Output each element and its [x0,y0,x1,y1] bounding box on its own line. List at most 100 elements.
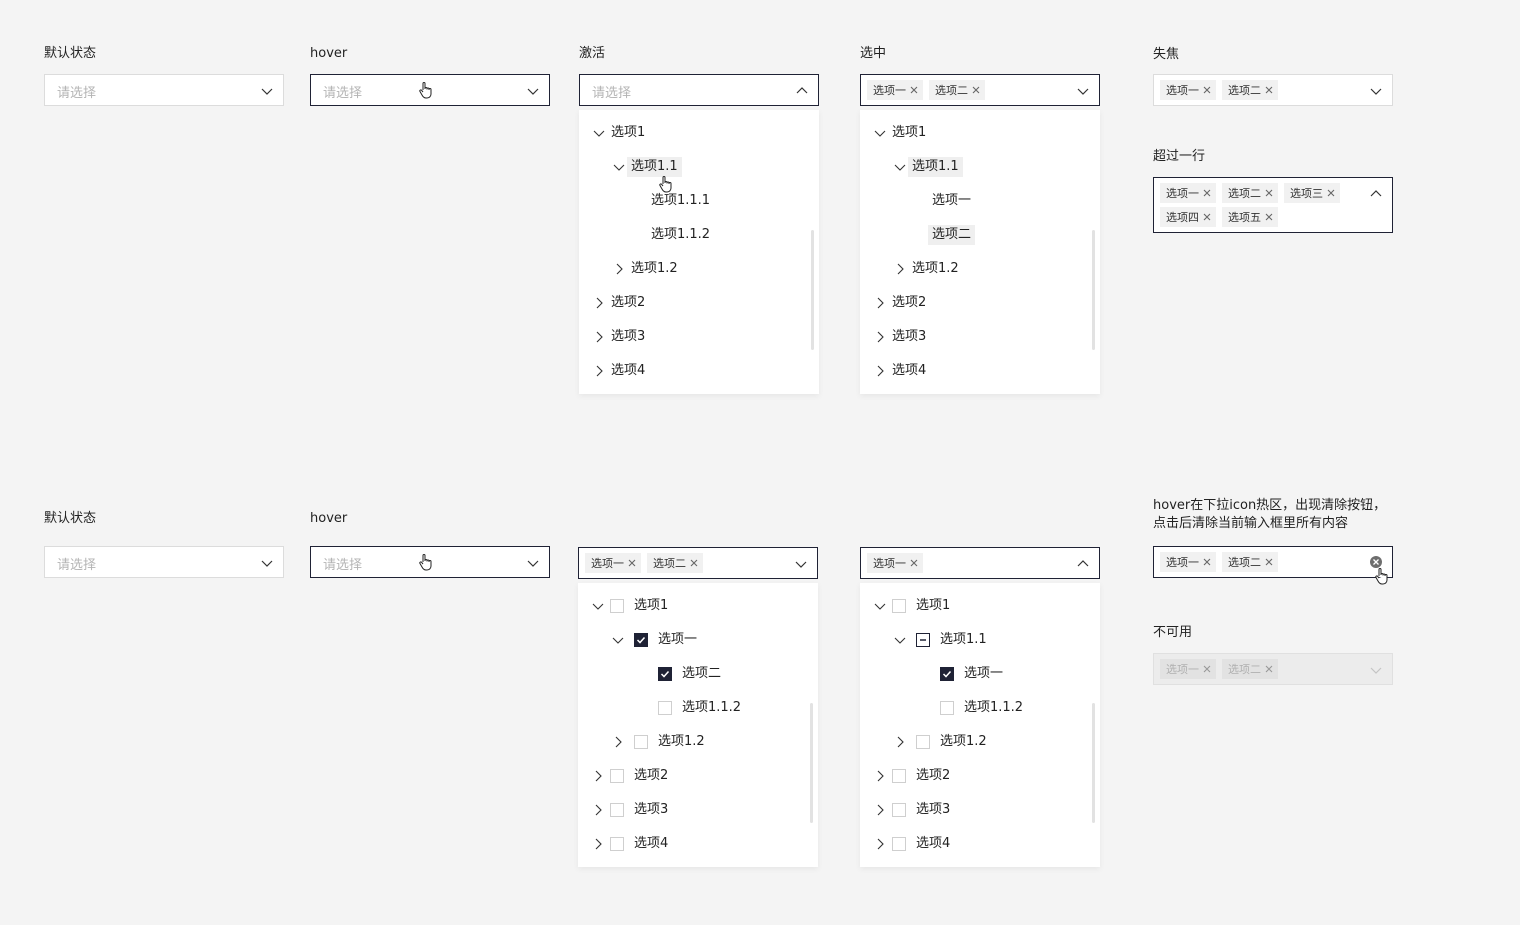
chevron-right-icon[interactable] [874,770,886,782]
select-multi-open[interactable]: 选项一 选项二 [578,547,818,579]
tree-row[interactable]: 选项二 [578,657,818,691]
checkbox-checked[interactable] [634,633,648,647]
chevron-right-icon[interactable] [592,804,604,816]
tree-row[interactable]: 选项4 [860,354,1100,388]
scrollbar[interactable] [810,703,813,823]
checkbox[interactable] [634,735,648,749]
tree-row[interactable]: 选项1.2 [579,252,819,286]
close-icon[interactable] [627,558,637,568]
chevron-right-icon[interactable] [874,297,886,309]
tree-row[interactable]: 选项1 [860,589,1100,623]
select-overflow[interactable]: 选项一 选项二 选项三 选项四 选项五 [1153,177,1393,233]
select-active[interactable]: 请选择 [579,74,819,106]
clear-circle-icon[interactable] [1369,555,1383,569]
tree-row[interactable]: 选项1.2 [860,252,1100,286]
tree-row[interactable]: 选项3 [578,793,818,827]
select-selected[interactable]: 选项一 选项二 [860,74,1100,106]
tree-row[interactable]: 选项3 [860,320,1100,354]
select-clearable[interactable]: 选项一 选项二 [1153,546,1393,578]
scrollbar[interactable] [811,230,814,350]
chevron-down-icon[interactable] [874,127,886,139]
chevron-down-icon[interactable] [894,161,906,173]
chevron-down-icon[interactable] [874,600,886,612]
tree-row[interactable]: 选项1 [860,116,1100,150]
chevron-right-icon[interactable] [592,770,604,782]
chevron-right-icon[interactable] [874,838,886,850]
close-icon[interactable] [1202,85,1212,95]
close-icon[interactable] [909,85,919,95]
select-multi-partial[interactable]: 选项一 [860,547,1100,579]
close-icon[interactable] [1264,557,1274,567]
close-icon[interactable] [1264,85,1274,95]
close-icon[interactable] [689,558,699,568]
close-icon[interactable] [1202,557,1212,567]
tree-row[interactable]: 选项2 [578,759,818,793]
tree-row[interactable]: 选项一 [860,184,1100,218]
checkbox[interactable] [892,803,906,817]
tree-row[interactable]: 选项4 [578,827,818,861]
checkbox[interactable] [658,701,672,715]
chevron-right-icon[interactable] [894,263,906,275]
close-icon[interactable] [909,558,919,568]
chevron-right-icon[interactable] [874,365,886,377]
tree-row[interactable]: 选项一 [860,657,1100,691]
select-default[interactable]: 请选择 [44,74,284,106]
tree-row[interactable]: 选项4 [579,354,819,388]
close-icon[interactable] [1202,188,1212,198]
close-icon[interactable] [1264,212,1274,222]
chevron-right-icon[interactable] [593,297,605,309]
chevron-down-icon[interactable] [613,161,625,173]
chevron-right-icon[interactable] [613,263,625,275]
tree-row[interactable]: 选项1.2 [578,725,818,759]
tree-row[interactable]: 选项1.1 [579,150,819,184]
tree-row[interactable]: 选项1.1.1 [579,184,819,218]
chevron-right-icon[interactable] [593,331,605,343]
checkbox[interactable] [940,701,954,715]
checkbox[interactable] [892,837,906,851]
checkbox[interactable] [892,599,906,613]
checkbox[interactable] [610,837,624,851]
chevron-right-icon[interactable] [874,804,886,816]
checkbox[interactable] [610,769,624,783]
chevron-down-icon[interactable] [593,127,605,139]
tree-row[interactable]: 选项4 [860,827,1100,861]
tree-row[interactable]: 选项一 [578,623,818,657]
scrollbar[interactable] [1092,230,1095,350]
checkbox[interactable] [916,735,930,749]
tree-row[interactable]: 选项2 [860,759,1100,793]
tree-row[interactable]: 选项1.1.2 [578,691,818,725]
chevron-right-icon[interactable] [894,736,906,748]
chevron-right-icon[interactable] [593,365,605,377]
select-blur[interactable]: 选项一 选项二 [1153,74,1393,106]
close-icon[interactable] [971,85,981,95]
scrollbar[interactable] [1092,703,1095,823]
tree-row[interactable]: 选项1.1 [860,623,1100,657]
tree-row[interactable]: 选项1.1.2 [860,691,1100,725]
chevron-down-icon[interactable] [612,634,624,646]
tree-row[interactable]: 选项2 [579,286,819,320]
tree-row[interactable]: 选项2 [860,286,1100,320]
checkbox[interactable] [610,803,624,817]
checkbox[interactable] [610,599,624,613]
select-hover[interactable]: 请选择 [310,74,550,106]
tree-row[interactable]: 选项3 [860,793,1100,827]
checkbox[interactable] [892,769,906,783]
chevron-down-icon[interactable] [894,634,906,646]
close-icon[interactable] [1326,188,1336,198]
chevron-right-icon[interactable] [874,331,886,343]
tree-row[interactable]: 选项1.1.2 [579,218,819,252]
tree-row[interactable]: 选项1.1 [860,150,1100,184]
chevron-right-icon[interactable] [592,838,604,850]
checkbox-checked[interactable] [940,667,954,681]
tree-row[interactable]: 选项二 [860,218,1100,252]
select-default[interactable]: 请选择 [44,546,284,578]
tree-row[interactable]: 选项1.2 [860,725,1100,759]
close-icon[interactable] [1202,212,1212,222]
tree-row[interactable]: 选项1 [578,589,818,623]
checkbox-checked[interactable] [658,667,672,681]
close-icon[interactable] [1264,188,1274,198]
tree-row[interactable]: 选项1 [579,116,819,150]
chevron-down-icon[interactable] [592,600,604,612]
checkbox-indeterminate[interactable] [916,633,930,647]
tree-row[interactable]: 选项3 [579,320,819,354]
